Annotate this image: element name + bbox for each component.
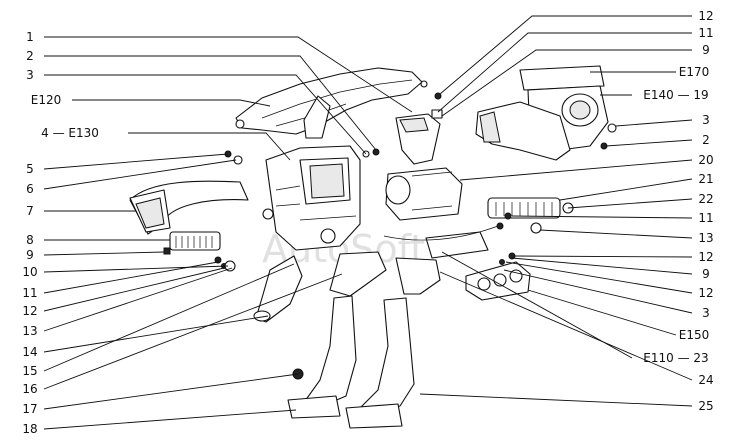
callout-e150: E150 <box>679 328 710 342</box>
right-callout-labels: 12 11 9 E170 E140 — 19 3 2 20 21 22 11 1… <box>643 9 713 413</box>
callout-r-9: 9 <box>702 43 710 57</box>
callout-r-12: 12 <box>698 9 713 23</box>
callout-9: 9 <box>26 248 34 262</box>
callout-6: 6 <box>26 182 34 196</box>
leader-lines <box>43 15 693 430</box>
callout-12: 12 <box>22 304 37 318</box>
callout-r-2: 2 <box>702 133 710 147</box>
callout-r-9b: 9 <box>702 267 710 281</box>
callout-r-3b: 3 <box>702 306 710 320</box>
callout-16: 16 <box>22 382 37 396</box>
callout-15: 15 <box>22 364 37 378</box>
callout-r-13: 13 <box>698 231 713 245</box>
callout-r-12b: 12 <box>698 250 713 264</box>
callout-r-21: 21 <box>698 172 713 186</box>
callout-r-20: 20 <box>698 153 713 167</box>
callout-14: 14 <box>22 345 37 359</box>
callout-13: 13 <box>22 324 37 338</box>
callout-4-e130: 4 — E130 <box>41 126 99 140</box>
callout-3: 3 <box>26 68 34 82</box>
heater-housing <box>262 145 361 251</box>
center-duct-piece <box>395 113 441 165</box>
control-bracket <box>383 222 504 259</box>
callout-7: 7 <box>26 204 34 218</box>
callout-r-11: 11 <box>698 26 713 40</box>
right-vent-grille <box>487 197 574 219</box>
callout-r-11b: 11 <box>698 211 713 225</box>
callout-1: 1 <box>26 30 34 44</box>
callout-5: 5 <box>26 162 34 176</box>
callout-r-3: 3 <box>702 113 710 127</box>
callout-17: 17 <box>22 402 37 416</box>
floor-ducts <box>287 251 441 429</box>
blower-assembly <box>385 167 463 221</box>
callout-8: 8 <box>26 233 34 247</box>
callout-10: 10 <box>22 265 37 279</box>
lower-left-duct <box>253 255 303 323</box>
upper-right-duct <box>475 65 609 161</box>
callout-r-12c: 12 <box>698 286 713 300</box>
callout-r-25: 25 <box>698 399 713 413</box>
callout-r-22: 22 <box>698 192 713 206</box>
left-callout-labels: 1 2 3 E120 4 — E130 5 6 7 8 9 10 11 12 1… <box>22 30 99 436</box>
control-panel <box>465 261 531 301</box>
callout-e140-19: E140 — 19 <box>643 88 708 102</box>
callout-r-24: 24 <box>698 373 713 387</box>
left-vent-grille <box>169 231 221 251</box>
callout-e170: E170 <box>679 65 710 79</box>
windshield-duct <box>235 67 428 139</box>
right-fasteners <box>292 92 617 380</box>
callout-18: 18 <box>22 422 37 436</box>
callout-11: 11 <box>22 286 37 300</box>
callout-e110-23: E110 — 23 <box>643 351 708 365</box>
callout-2: 2 <box>26 49 34 63</box>
left-hose <box>129 180 249 235</box>
callout-e120: E120 <box>31 93 62 107</box>
